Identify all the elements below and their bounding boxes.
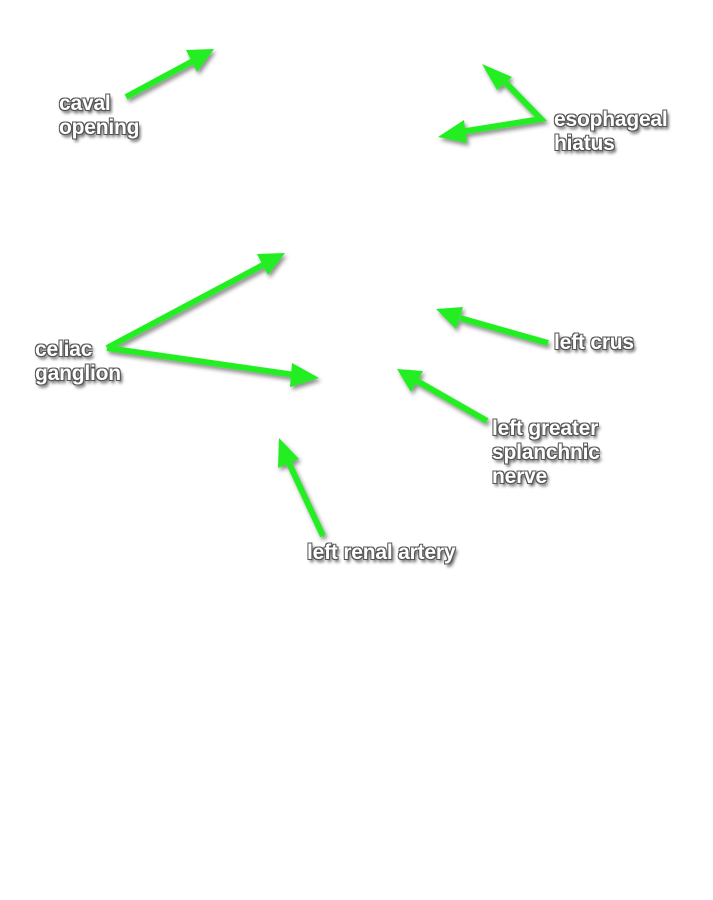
label-left-greater-splanchnic-nerve-line2: splanchnic bbox=[492, 441, 600, 464]
arrow-celiac-ganglion bbox=[105, 253, 319, 387]
label-esophageal-hiatus: esophageal hiatus bbox=[554, 108, 668, 156]
label-esophageal-hiatus-line1: esophageal bbox=[554, 108, 668, 131]
label-celiac-ganglion: celiac ganglion bbox=[35, 338, 121, 386]
label-caval-opening: caval opening bbox=[59, 92, 139, 140]
arrow-esophageal-hiatus bbox=[438, 64, 548, 143]
label-celiac-ganglion-line2: ganglion bbox=[35, 362, 121, 385]
label-celiac-ganglion-line1: celiac bbox=[35, 338, 93, 361]
arrow-caval-opening bbox=[124, 49, 214, 100]
label-esophageal-hiatus-line2: hiatus bbox=[554, 132, 615, 155]
label-left-crus-line1: left crus bbox=[554, 331, 634, 354]
arrow-left-greater-splanchnic-nerve bbox=[397, 369, 489, 424]
label-caval-opening-line2: opening bbox=[59, 116, 140, 139]
label-left-crus: left crus bbox=[554, 331, 634, 355]
label-left-greater-splanchnic-nerve-line3: nerve bbox=[492, 465, 548, 488]
arrow-left-renal-artery bbox=[278, 438, 326, 538]
label-left-greater-splanchnic-nerve-line1: left greater bbox=[492, 417, 599, 440]
label-left-renal-artery: left renal artery bbox=[307, 541, 456, 565]
label-caval-opening-line1: caval bbox=[59, 92, 111, 115]
label-left-greater-splanchnic-nerve: left greater splanchnic nerve bbox=[492, 417, 600, 489]
label-left-renal-artery-line1: left renal artery bbox=[307, 541, 456, 564]
arrow-left-crus bbox=[436, 307, 549, 346]
